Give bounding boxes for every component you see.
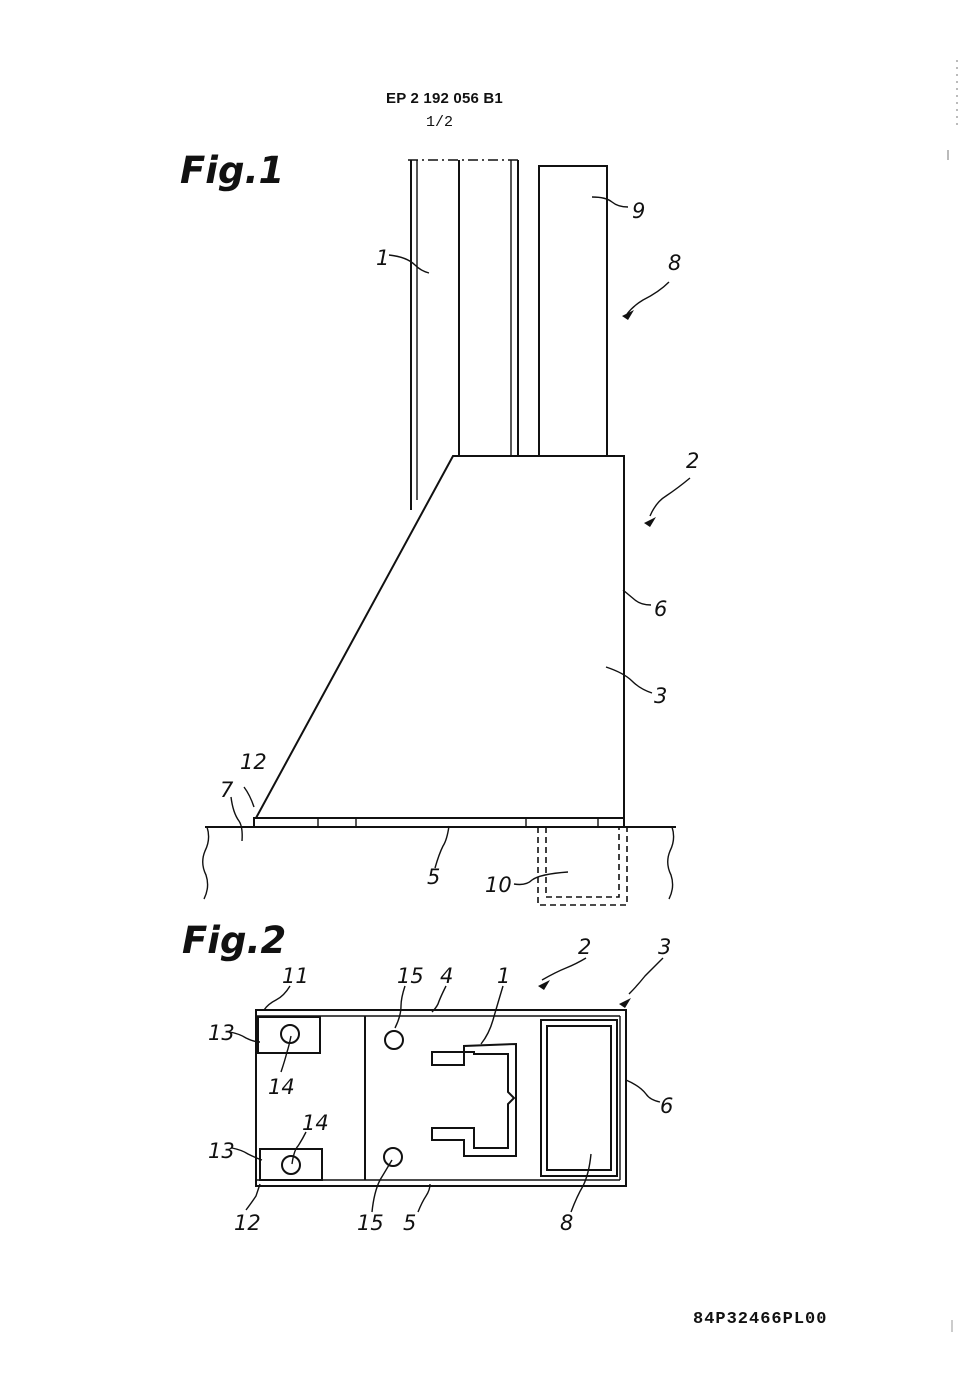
ref-label-5: 5 bbox=[403, 1211, 416, 1235]
ref-label-11: 11 bbox=[282, 964, 309, 988]
tube-outer bbox=[540, 1019, 618, 1177]
ref-label-2: 2 bbox=[578, 935, 591, 959]
arrowhead bbox=[619, 998, 631, 1008]
ref-label-12: 12 bbox=[240, 750, 267, 774]
ref-label-2: 2 bbox=[686, 449, 699, 473]
bolt-hole-lower bbox=[281, 1155, 301, 1175]
ref-label-3: 3 bbox=[654, 684, 667, 708]
base-plate-body bbox=[254, 455, 625, 819]
ref-label-5: 5 bbox=[427, 865, 440, 889]
figure-2-leaders bbox=[229, 957, 664, 1213]
figure-1-leaders bbox=[230, 196, 691, 886]
ref-label-8: 8 bbox=[668, 251, 681, 275]
fixing-lug-lower bbox=[259, 1148, 323, 1181]
ref-label-7: 7 bbox=[220, 778, 234, 802]
document-id: 84P32466PL00 bbox=[693, 1310, 828, 1329]
ref-label-15-top: 15 bbox=[397, 964, 424, 988]
sheet-number: 1/2 bbox=[426, 114, 454, 131]
arrowhead bbox=[622, 310, 634, 320]
ground-sleeve bbox=[537, 827, 628, 906]
arrowhead bbox=[538, 980, 550, 990]
post-cross-section bbox=[431, 1042, 517, 1157]
ref-label-9: 9 bbox=[632, 199, 645, 223]
figure-2: Fig.2 bbox=[182, 919, 673, 1235]
tube bbox=[538, 165, 608, 457]
ground bbox=[202, 826, 676, 900]
ref-label-15-bottom: 15 bbox=[357, 1211, 384, 1235]
figure-1: Fig.1 bbox=[180, 149, 699, 906]
ref-label-6: 6 bbox=[660, 1094, 673, 1118]
fixing-lug-upper bbox=[257, 1016, 321, 1054]
figure-2-title: Fig.2 bbox=[182, 919, 286, 962]
publication-number: EP 2 192 056 B1 bbox=[386, 90, 503, 107]
ref-label-1: 1 bbox=[497, 964, 510, 988]
ref-label-1: 1 bbox=[376, 246, 389, 270]
ref-label-10: 10 bbox=[485, 873, 512, 897]
tube-inner bbox=[546, 1025, 612, 1171]
hole-15-upper bbox=[384, 1030, 404, 1050]
base-plate-outline bbox=[255, 1009, 627, 1187]
ref-label-6: 6 bbox=[654, 597, 667, 621]
ref-label-4: 4 bbox=[440, 964, 453, 988]
post-profile bbox=[408, 159, 520, 510]
ref-label-3: 3 bbox=[658, 935, 671, 959]
foot-plate bbox=[253, 817, 625, 828]
scan-edge-marks bbox=[947, 60, 958, 1332]
ref-label-13-upper: 13 bbox=[208, 1021, 235, 1045]
hole-15-lower bbox=[383, 1147, 403, 1167]
ref-label-14-upper-text: 14 bbox=[302, 1111, 329, 1135]
ref-label-13-lower: 13 bbox=[208, 1139, 235, 1163]
ref-label-14-lower-text: 14 bbox=[268, 1075, 295, 1099]
ref-label-8: 8 bbox=[560, 1211, 573, 1235]
arrowhead bbox=[644, 517, 656, 527]
ref-label-12: 12 bbox=[234, 1211, 261, 1235]
figure-1-title: Fig.1 bbox=[180, 149, 284, 192]
